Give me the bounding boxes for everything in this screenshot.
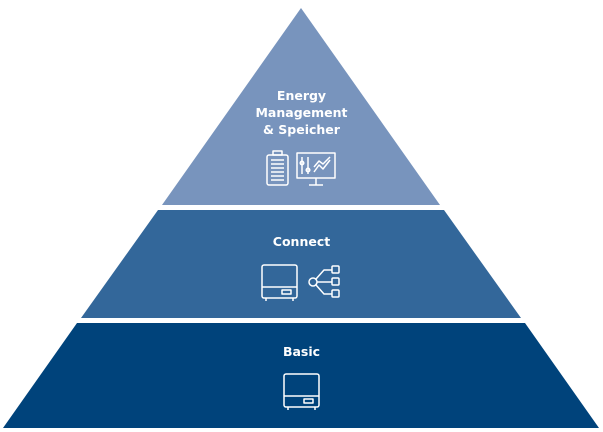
level-middle-connect [81,210,521,318]
network-icon [308,265,340,298]
monitor-chart-icon [296,152,336,186]
label-line: & Speicher [263,122,340,137]
level-bottom-label: Basic [282,344,321,359]
inverter-icon [283,373,320,410]
level-middle-label: Connect [272,234,331,249]
inverter-icon [261,264,298,301]
label-line: Management [255,105,348,120]
label-line: Energy [276,88,327,103]
level-bottom-basic [3,323,599,428]
battery-icon [266,150,289,186]
level-top-energy-management [162,8,440,205]
level-top-label: Energy Management & Speicher [0,87,603,138]
